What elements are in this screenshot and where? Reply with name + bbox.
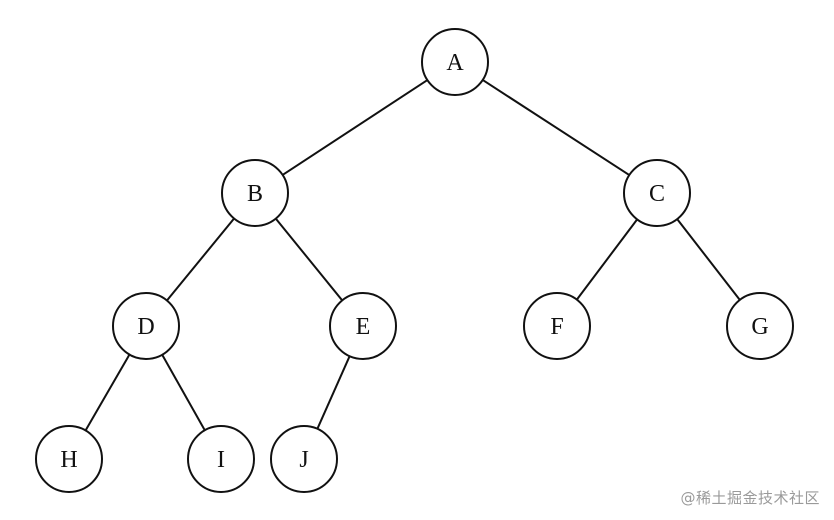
tree-node-g: G	[726, 292, 794, 360]
edges-layer	[84, 79, 741, 431]
node-circle	[221, 159, 289, 227]
tree-node-d: D	[112, 292, 180, 360]
tree-node-a: A	[421, 28, 489, 96]
edge-d-i	[161, 354, 206, 431]
node-label: B	[247, 181, 263, 207]
node-circle	[726, 292, 794, 360]
tree-node-j: J	[270, 425, 338, 493]
tree-node-e: E	[329, 292, 397, 360]
node-label: C	[649, 181, 665, 207]
edge-b-d	[166, 217, 235, 302]
tree-node-h: H	[35, 425, 103, 493]
node-label: H	[60, 447, 77, 473]
node-label: E	[356, 314, 371, 340]
node-label: I	[217, 447, 225, 473]
nodes-layer: A B C D E F G H I J	[35, 28, 794, 493]
edge-a-c	[482, 79, 630, 176]
edge-d-h	[84, 354, 131, 431]
node-label: A	[446, 50, 464, 76]
node-label: J	[299, 447, 308, 473]
watermark-text: @稀土掘金技术社区	[680, 489, 820, 507]
edge-c-g	[676, 218, 741, 301]
node-label: D	[137, 314, 154, 340]
tree-node-c: C	[623, 159, 691, 227]
edge-c-f	[576, 218, 638, 301]
node-circle	[270, 425, 338, 493]
node-label: G	[751, 314, 768, 340]
edge-e-j	[316, 355, 351, 430]
node-circle	[623, 159, 691, 227]
edge-a-b	[282, 79, 428, 176]
edge-b-e	[275, 217, 343, 302]
node-circle	[112, 292, 180, 360]
node-circle	[35, 425, 103, 493]
tree-node-b: B	[221, 159, 289, 227]
node-circle	[187, 425, 255, 493]
node-circle	[421, 28, 489, 96]
node-circle	[329, 292, 397, 360]
node-circle	[523, 292, 591, 360]
tree-node-i: I	[187, 425, 255, 493]
tree-node-f: F	[523, 292, 591, 360]
node-label: F	[550, 314, 563, 340]
